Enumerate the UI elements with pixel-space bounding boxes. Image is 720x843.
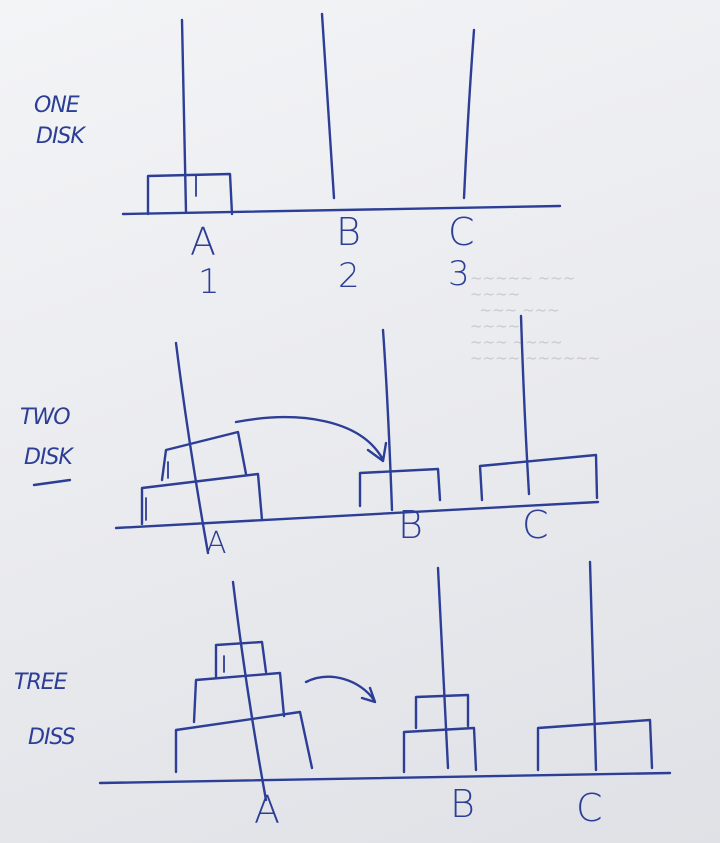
base-line [98,771,672,785]
peg-label-a: A [190,220,216,264]
two-disk-title-line2: DISK [24,445,73,470]
disk-large-c [478,453,599,502]
three-disk-title-line1: TREE [14,670,68,695]
peg-label-b: B [398,503,423,547]
base-line [114,500,600,530]
three-disk-title-line2: DISS [28,725,76,750]
arrow-head [360,686,377,704]
two-disk-title-line1: TWO [20,405,71,430]
peg-b [320,12,336,200]
two-disk-diagram [114,314,600,555]
peg-c [519,314,531,496]
disk-large-a [140,472,264,526]
base-line [121,204,562,216]
peg-a [231,580,268,802]
disk-1 [146,172,234,216]
disk-small-b [414,693,470,730]
peg-label-b: B [336,210,361,254]
move-arrow [234,416,384,460]
move-arrow [304,675,376,702]
one-disk-title-line1: ONE [34,93,80,118]
disk-small-a [160,430,248,482]
peg-label-c: C [522,503,549,547]
disk-medium-a [192,671,286,724]
show-through-writing: ~~~~~ ~~~~~~~ ~~~ ~~~~~~~~~~ ~~~~~~~~ ~~… [470,269,601,367]
disk-medium-b [402,726,478,774]
title-underline [32,478,72,487]
one-disk-diagram [121,12,562,216]
peg-label-a: A [206,526,227,561]
disk-large-c [536,718,654,772]
peg-number-1: 1 [198,262,220,302]
peg-number-3: 3 [448,254,470,294]
peg-number-2: 2 [338,256,360,296]
peg-a [180,18,188,214]
peg-label-b: B [450,782,475,826]
one-disk-title-line2: DISK [36,124,85,149]
peg-label-c: C [576,786,603,830]
arrow-head [366,441,388,463]
disk-small-b [358,467,442,508]
peg-c [588,560,598,772]
peg-label-c: C [448,210,475,254]
peg-a [174,341,210,555]
peg-b [436,566,450,770]
peg-label-a: A [254,788,280,832]
three-disk-diagram [98,560,672,802]
disk-large-a [174,710,314,774]
disk-small-a [214,640,268,679]
peg-b [381,328,394,512]
peg-c [462,28,476,200]
